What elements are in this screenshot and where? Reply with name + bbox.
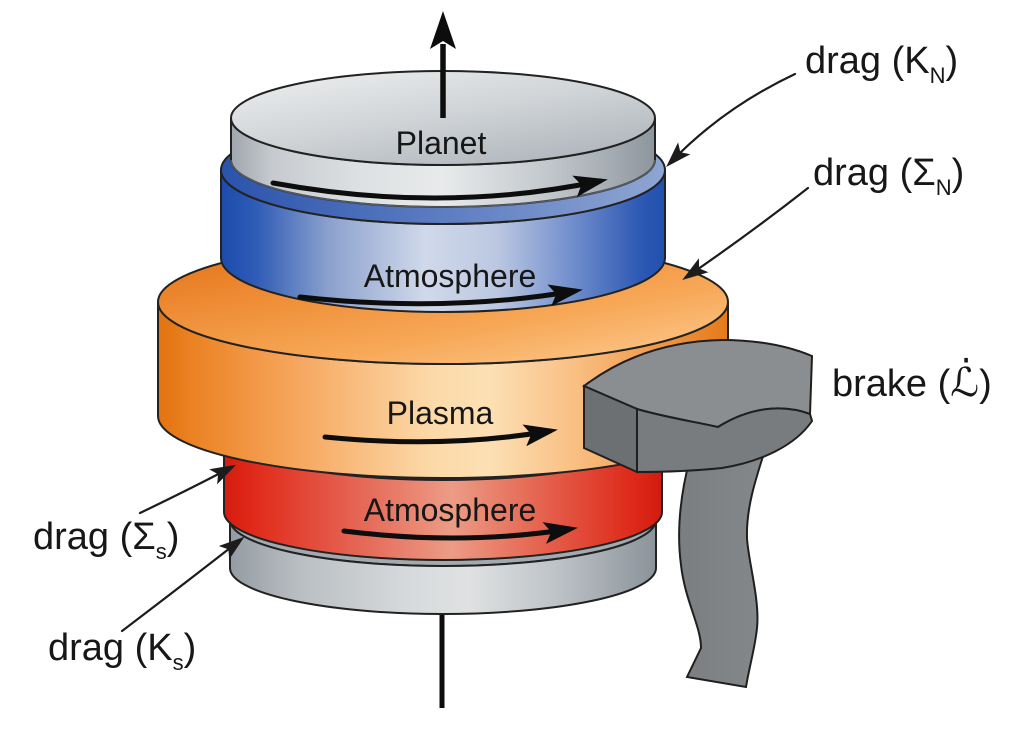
atmosphere-south-rotation-arrow: [341, 522, 578, 544]
plasma-rotation-arrow: [322, 424, 558, 447]
drag-kn-leader-arrow: [666, 72, 797, 168]
drag-kn-label: drag (KN): [805, 40, 958, 88]
brake-pad-left-face: [583, 384, 638, 474]
drag-ks-leader-arrow: [120, 536, 245, 633]
brake-pad-front-face: [636, 407, 814, 474]
brake-pad: [582, 338, 814, 474]
drag-sigma-n-leader-arrow: [682, 186, 810, 280]
planet-rotation-arrow: [270, 175, 608, 201]
drag-sigma-n-label: drag (ΣN): [813, 152, 964, 200]
rotation-axis-arrow-top: [430, 11, 456, 118]
axis-arrowhead: [430, 11, 456, 49]
drag-sigma-s-leader-arrow: [138, 464, 237, 515]
atmosphere-south-label: Atmosphere: [364, 492, 537, 528]
planet-bottom-rim: [230, 159, 656, 208]
plasma-label: Plasma: [387, 395, 494, 431]
atmosphere-north-rotation-arrow: [297, 284, 583, 307]
atmosphere-north-label: Atmosphere: [364, 258, 537, 294]
drag-sigma-s-label: drag (Σs): [33, 516, 179, 564]
brake-ribbon: [678, 448, 767, 689]
brake-label: brake (ℒ̇): [832, 357, 992, 405]
drag-ks-label: drag (Ks): [48, 627, 196, 675]
planet-label: Planet: [396, 125, 487, 161]
planet-south-side: [229, 519, 657, 615]
